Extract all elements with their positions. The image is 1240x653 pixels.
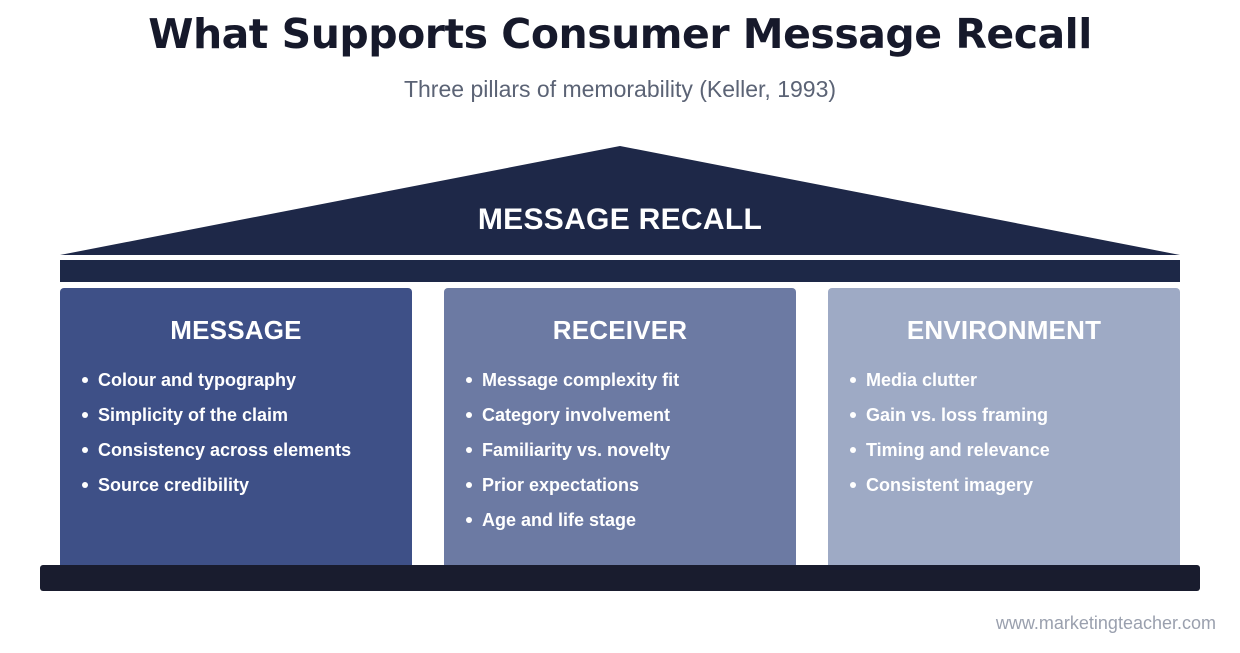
pillar-item: Source credibility: [80, 468, 412, 503]
pillar-item: Simplicity of the claim: [80, 398, 412, 433]
pillar-item: Colour and typography: [80, 363, 412, 398]
pillar-item-list: Media clutter Gain vs. loss framing Timi…: [828, 363, 1180, 503]
pillar-item: Message complexity fit: [464, 363, 796, 398]
roof-triangle: [60, 146, 1180, 255]
pillar-item: Media clutter: [848, 363, 1180, 398]
pillar-item: Age and life stage: [464, 503, 796, 538]
pillar-title: ENVIRONMENT: [906, 315, 1102, 345]
roof-shape: [60, 146, 1180, 255]
pillar-title: MESSAGE: [170, 315, 302, 345]
pillar-message: MESSAGE Colour and typography Simplicity…: [60, 288, 412, 566]
pillar-item: Category involvement: [464, 398, 796, 433]
pillar-item-list: Colour and typography Simplicity of the …: [60, 363, 412, 503]
pillar-item: Familiarity vs. novelty: [464, 433, 796, 468]
pillar-item-list: Message complexity fit Category involvem…: [444, 363, 796, 538]
diagram-subtitle: Three pillars of memorability (Keller, 1…: [403, 76, 837, 102]
pillar-item: Prior expectations: [464, 468, 796, 503]
pillar-title: RECEIVER: [552, 315, 688, 345]
source-credit: www.marketingteacher.com: [995, 613, 1216, 633]
pillar-item: Timing and relevance: [848, 433, 1180, 468]
pillar-environment: ENVIRONMENT Media clutter Gain vs. loss …: [828, 288, 1180, 566]
pillar-item: Gain vs. loss framing: [848, 398, 1180, 433]
foundation-base: [40, 565, 1200, 591]
pillar-item: Consistent imagery: [848, 468, 1180, 503]
diagram-title: What Supports Consumer Message Recall: [148, 10, 1092, 58]
roof-beam: [60, 260, 1180, 282]
pillar-receiver: RECEIVER Message complexity fit Category…: [444, 288, 796, 566]
roof-label: MESSAGE RECALL: [477, 203, 763, 236]
pillar-item: Consistency across elements: [80, 433, 412, 468]
